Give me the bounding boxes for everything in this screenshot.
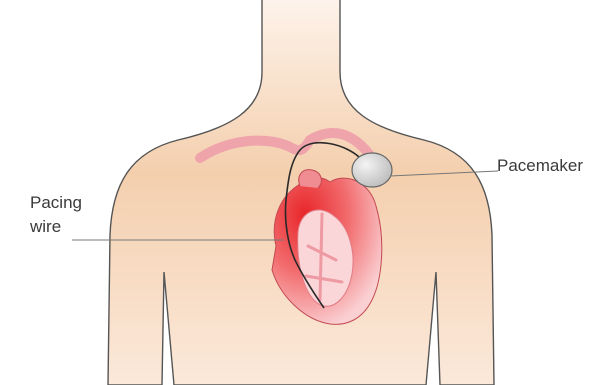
- pacing-wire-label-line2: wire: [30, 216, 61, 237]
- pacing-wire-label-line1: Pacing: [30, 192, 82, 213]
- aorta: [299, 170, 322, 188]
- pacemaker-device: [352, 153, 392, 187]
- pacemaker-label: Pacemaker: [497, 155, 583, 176]
